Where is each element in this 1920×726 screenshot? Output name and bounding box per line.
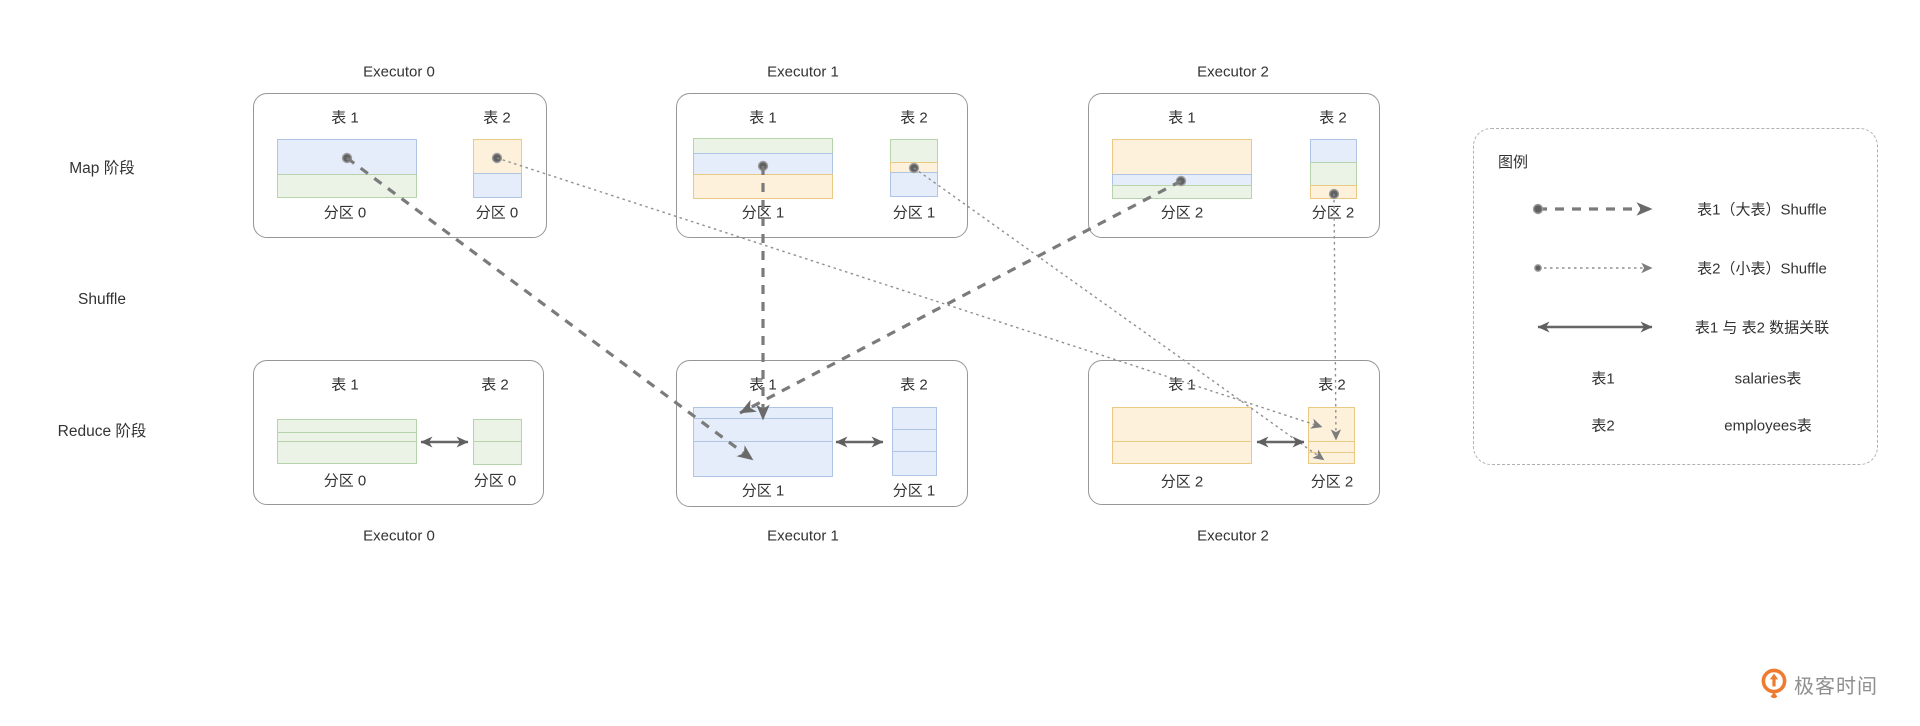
table-segment-orange [1308, 452, 1355, 464]
table-stack [1112, 407, 1252, 464]
row-label-reduce-stage: Reduce 阶段 [57, 423, 147, 440]
table-segment-blue [892, 429, 937, 452]
table-stack [1310, 139, 1357, 199]
table-label: 表 1 [749, 376, 777, 394]
table-segment-orange [1112, 139, 1252, 175]
table-segment-green [277, 174, 417, 198]
table-stack [1112, 139, 1252, 199]
partition-label: 分区 0 [323, 204, 367, 222]
partition-label: 分区 0 [475, 204, 519, 222]
table-stack [1308, 407, 1355, 464]
table-segment-green [1112, 185, 1252, 199]
legend-box [1473, 128, 1878, 465]
row-label-shuffle: Shuffle [78, 291, 126, 308]
table-segment-green [890, 139, 938, 163]
row-label-map-stage: Map 阶段 [69, 160, 135, 177]
table-label: 表 1 [749, 109, 777, 127]
table-segment-green [1310, 162, 1357, 186]
table-label: 表 1 [1168, 376, 1196, 394]
table-stack [277, 139, 417, 198]
partition-label: 分区 2 [1160, 204, 1204, 222]
table-segment-orange [473, 139, 522, 174]
partition-label: 分区 1 [892, 482, 936, 500]
table-stack [473, 139, 522, 198]
legend-title: 图例 [1498, 154, 1529, 171]
partition-label: 分区 2 [1311, 204, 1355, 222]
geektime-brand-icon [1761, 668, 1787, 699]
table-label: 表 1 [331, 376, 359, 394]
executor-title: Executor 2 [1197, 63, 1269, 81]
legend-key: 表2 [1591, 417, 1615, 435]
executor-title: Executor 1 [767, 527, 839, 545]
table-stack [473, 419, 522, 465]
legend-item-label: 表2（小表）Shuffle [1697, 260, 1827, 278]
partition-label: 分区 1 [741, 482, 785, 500]
table-segment-blue [693, 441, 833, 477]
geektime-logo: 极客时间 [1759, 666, 1878, 702]
table-label: 表 2 [900, 109, 928, 127]
legend-key: 表1 [1591, 370, 1615, 388]
legend-value: salaries表 [1734, 370, 1802, 388]
partition-label: 分区 2 [1310, 473, 1354, 491]
partition-label: 分区 0 [473, 472, 517, 490]
table-stack [892, 407, 937, 476]
geektime-logo-text: 极客时间 [1794, 675, 1878, 698]
partition-label: 分区 0 [323, 472, 367, 490]
table-segment-orange [1112, 441, 1252, 464]
table-segment-green [277, 419, 417, 433]
table-stack [890, 139, 938, 197]
legend-value: employees表 [1724, 417, 1812, 435]
executor-title: Executor 1 [767, 63, 839, 81]
table-segment-orange [1308, 407, 1355, 442]
table-segment-blue [892, 407, 937, 430]
table-segment-green [473, 419, 522, 442]
executor-title: Executor 2 [1197, 527, 1269, 545]
table-label: 表 2 [481, 376, 509, 394]
legend-item-label: 表1 与 表2 数据关联 [1694, 319, 1830, 337]
table-label: 表 2 [1319, 109, 1347, 127]
table-segment-orange [1310, 185, 1357, 199]
table-label: 表 1 [1168, 109, 1196, 127]
table-stack [693, 407, 833, 477]
table-stack [693, 138, 833, 199]
table-segment-green [693, 138, 833, 154]
table-segment-blue [890, 172, 938, 197]
table-segment-blue [693, 153, 833, 175]
table-label: 表 2 [1318, 376, 1346, 394]
table-label: 表 2 [483, 109, 511, 127]
table-segment-blue [693, 418, 833, 442]
executor-title: Executor 0 [363, 63, 435, 81]
table-label: 表 2 [900, 376, 928, 394]
table-segment-green [473, 441, 522, 465]
table-segment-orange [693, 174, 833, 199]
table-segment-blue [473, 173, 522, 198]
table-segment-blue [1310, 139, 1357, 163]
table-segment-blue [277, 139, 417, 175]
partition-label: 分区 2 [1160, 473, 1204, 491]
table-stack [277, 419, 417, 464]
table-segment-orange [1112, 407, 1252, 442]
table-label: 表 1 [331, 109, 359, 127]
legend-item-label: 表1（大表）Shuffle [1697, 201, 1827, 219]
executor-title: Executor 0 [363, 527, 435, 545]
table-segment-blue [892, 451, 937, 476]
table-segment-green [277, 441, 417, 464]
partition-label: 分区 1 [892, 204, 936, 222]
partition-label: 分区 1 [741, 204, 785, 222]
